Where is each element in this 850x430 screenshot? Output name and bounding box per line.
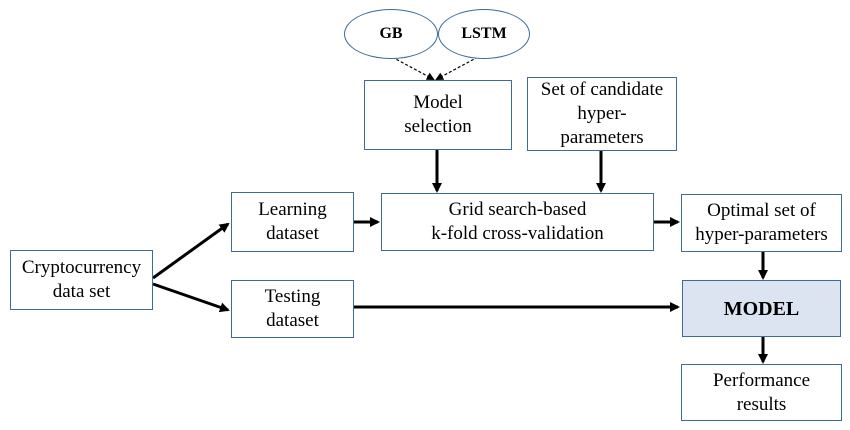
node-optimal-hyperparameters-line-2: hyper-parameters bbox=[695, 224, 828, 245]
node-performance-results-line-2: results bbox=[736, 393, 787, 415]
node-testing-dataset-line-1: Testing bbox=[264, 286, 321, 307]
node-grid-search-cv: Grid search-based k-fold cross-validatio… bbox=[381, 193, 654, 251]
node-model-label: MODEL bbox=[723, 297, 800, 320]
edge-crypto-to-learning bbox=[152, 222, 230, 280]
node-candidate-hyperparameters: Set of candidate hyper- parameters bbox=[527, 77, 677, 151]
node-testing-dataset: Testing dataset bbox=[231, 280, 354, 338]
node-candidate-hyperparameters-line-2: hyper- bbox=[577, 103, 627, 124]
node-model-selection-line-1: Model bbox=[413, 92, 463, 113]
node-cryptocurrency-dataset-line-2: data set bbox=[52, 281, 111, 302]
node-testing-dataset-line-2: dataset bbox=[266, 310, 319, 331]
node-learning-dataset-line-2: dataset bbox=[266, 223, 319, 244]
node-lstm-label: LSTM bbox=[461, 25, 507, 42]
node-learning-dataset: Learning dataset bbox=[231, 192, 354, 252]
node-grid-search-cv-line-2: k-fold cross-validation bbox=[431, 223, 604, 244]
node-learning-dataset-line-1: Learning bbox=[258, 199, 327, 220]
node-gb: GB bbox=[344, 9, 438, 59]
node-candidate-hyperparameters-line-1: Set of candidate bbox=[540, 79, 664, 100]
edge-gb-to-model-selection bbox=[391, 56, 435, 80]
node-optimal-hyperparameters: Optimal set of hyper-parameters bbox=[681, 194, 842, 252]
node-performance-results-line-1: Performance bbox=[712, 369, 811, 391]
node-lstm: LSTM bbox=[438, 9, 530, 59]
node-model-selection: Model selection bbox=[364, 80, 512, 150]
node-candidate-hyperparameters-line-3: parameters bbox=[560, 127, 644, 148]
node-model-selection-line-2: selection bbox=[404, 116, 472, 137]
node-performance-results: Performance results bbox=[681, 364, 842, 421]
node-optimal-hyperparameters-line-1: Optimal set of bbox=[707, 200, 816, 221]
node-cryptocurrency-dataset-line-1: Cryptocurrency bbox=[21, 257, 142, 278]
node-cryptocurrency-dataset: Cryptocurrency data set bbox=[10, 250, 153, 310]
node-grid-search-cv-line-1: Grid search-based bbox=[448, 199, 587, 220]
node-model: MODEL bbox=[682, 280, 841, 337]
edge-crypto-to-testing bbox=[152, 282, 230, 313]
edge-lstm-to-model-selection bbox=[435, 56, 479, 80]
node-gb-label: GB bbox=[379, 25, 403, 42]
